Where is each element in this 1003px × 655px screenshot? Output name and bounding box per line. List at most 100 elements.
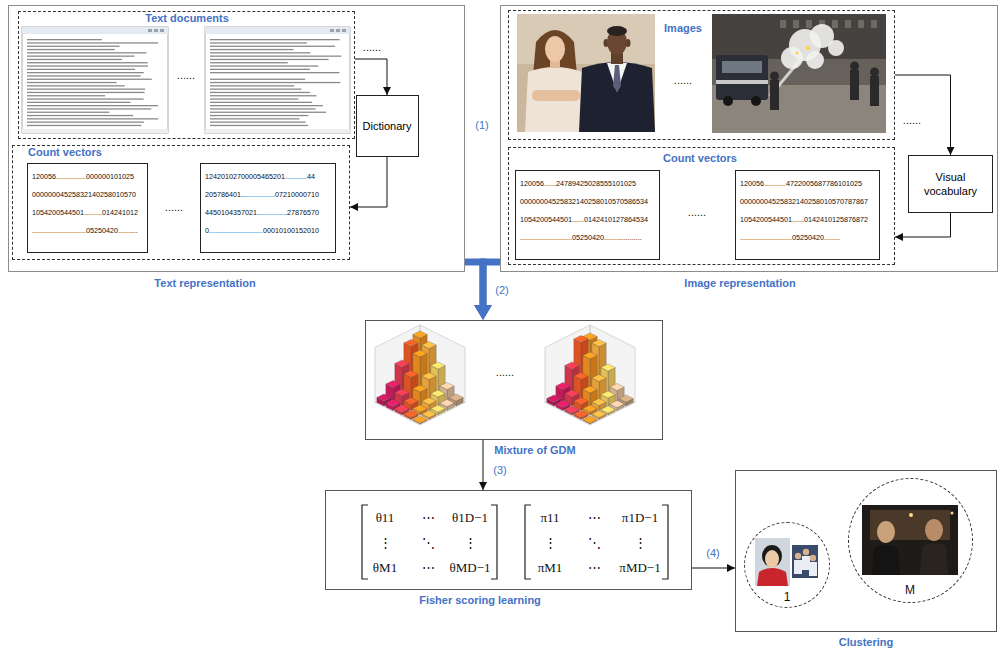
- text-line: [27, 65, 148, 66]
- stage-heading: Mixture of GDM: [494, 444, 575, 457]
- text-line: [210, 85, 294, 86]
- window-button: [342, 29, 346, 32]
- person: [870, 76, 879, 106]
- ellipsis: ......: [363, 41, 381, 54]
- photo-background: [792, 545, 818, 578]
- face: [877, 521, 895, 543]
- window-button: [330, 29, 334, 32]
- bar-top: [601, 406, 615, 413]
- building-window: [780, 20, 786, 28]
- bar-chart-3d: [375, 325, 465, 425]
- representation-panel: Text representationText documentsDiction…: [8, 5, 465, 272]
- hair: [607, 26, 627, 36]
- matrix-entry: ⋮: [544, 535, 557, 550]
- step-number: (4): [706, 547, 719, 560]
- face: [925, 519, 943, 541]
- building-window: [793, 20, 799, 28]
- matrix-entry: θM1: [373, 560, 397, 575]
- text-line: [27, 115, 133, 116]
- blouse: [525, 67, 585, 132]
- window-frame: [22, 27, 168, 133]
- arms: [532, 90, 580, 101]
- matrix-entry: π1D−1: [622, 510, 658, 525]
- photo: [862, 505, 958, 575]
- ellipsis: ......: [496, 366, 514, 379]
- ellipsis: ......: [674, 74, 692, 87]
- face: [810, 555, 816, 561]
- bar-top: [619, 395, 633, 402]
- matrix-entry: π11: [540, 510, 559, 525]
- window-button: [154, 29, 158, 32]
- bar-top: [601, 391, 615, 398]
- person: [850, 70, 859, 100]
- chart-floor: [545, 380, 635, 425]
- body: [872, 545, 900, 575]
- bar-top: [386, 399, 400, 406]
- bar-top: [404, 397, 418, 404]
- photo-background: [862, 505, 958, 575]
- photo-background: [755, 538, 790, 586]
- bar-top: [440, 382, 454, 389]
- bar-top: [574, 397, 588, 404]
- matrix-entry: ⋮: [379, 535, 392, 550]
- text-line: [27, 62, 148, 63]
- shirt: [809, 562, 817, 576]
- text-line: [27, 52, 146, 53]
- matrix-bracket: [362, 505, 368, 579]
- text-line: [27, 75, 141, 76]
- text-line: [27, 39, 102, 40]
- cluster-number: M: [905, 583, 915, 597]
- bar-top: [583, 405, 597, 412]
- count-vector-box: 120056...............000000101025 000000…: [27, 163, 148, 253]
- text-line: [210, 98, 298, 99]
- step-number: (3): [493, 464, 506, 477]
- shirt: [802, 556, 810, 570]
- status-bar: [22, 129, 168, 133]
- van-stripe: [716, 80, 768, 84]
- photo: [517, 14, 655, 132]
- building-window: [845, 20, 851, 28]
- photo-background: [712, 14, 886, 133]
- stage-box: Mixture of GDM: [365, 320, 663, 440]
- matrix-entry: θ11: [376, 510, 395, 525]
- stage-heading: Fisher scoring learning: [419, 594, 541, 607]
- step-number: (1): [475, 119, 488, 132]
- text-line: [27, 56, 134, 57]
- document-screenshot: [22, 27, 168, 133]
- suit: [579, 62, 655, 132]
- ellipsis: ......: [165, 201, 183, 214]
- text-line: [27, 59, 122, 60]
- bar-top: [413, 331, 427, 338]
- text-line: [27, 92, 145, 93]
- text-line: [210, 125, 308, 126]
- bar-top: [565, 406, 579, 413]
- bar-top: [422, 341, 436, 348]
- wheel: [751, 96, 761, 106]
- bar-top: [592, 339, 606, 346]
- person: [770, 80, 779, 110]
- spark: [806, 46, 810, 50]
- matrix-entry: ⋯: [422, 560, 435, 575]
- count-vector: 120056...............000000101025 000000…: [32, 168, 143, 240]
- arrow-connector: [355, 59, 387, 95]
- matrix-entry: θ1D−1: [452, 510, 488, 525]
- text-line: [210, 79, 305, 80]
- bar-top: [610, 400, 624, 407]
- text-line: [210, 46, 335, 47]
- group-box: Images: [508, 10, 895, 140]
- bar-top: [422, 397, 436, 404]
- text-line: [210, 122, 306, 123]
- bar-top: [583, 416, 597, 423]
- bar-top: [431, 390, 445, 397]
- text-line: [210, 62, 288, 63]
- bar-top: [574, 335, 588, 342]
- text-line: [27, 118, 158, 119]
- panel-heading: Image representation: [684, 277, 795, 290]
- text-line: [210, 69, 310, 70]
- jacket: [757, 568, 788, 586]
- matrix-entry: ⋯: [422, 510, 435, 525]
- bar-top: [413, 350, 427, 357]
